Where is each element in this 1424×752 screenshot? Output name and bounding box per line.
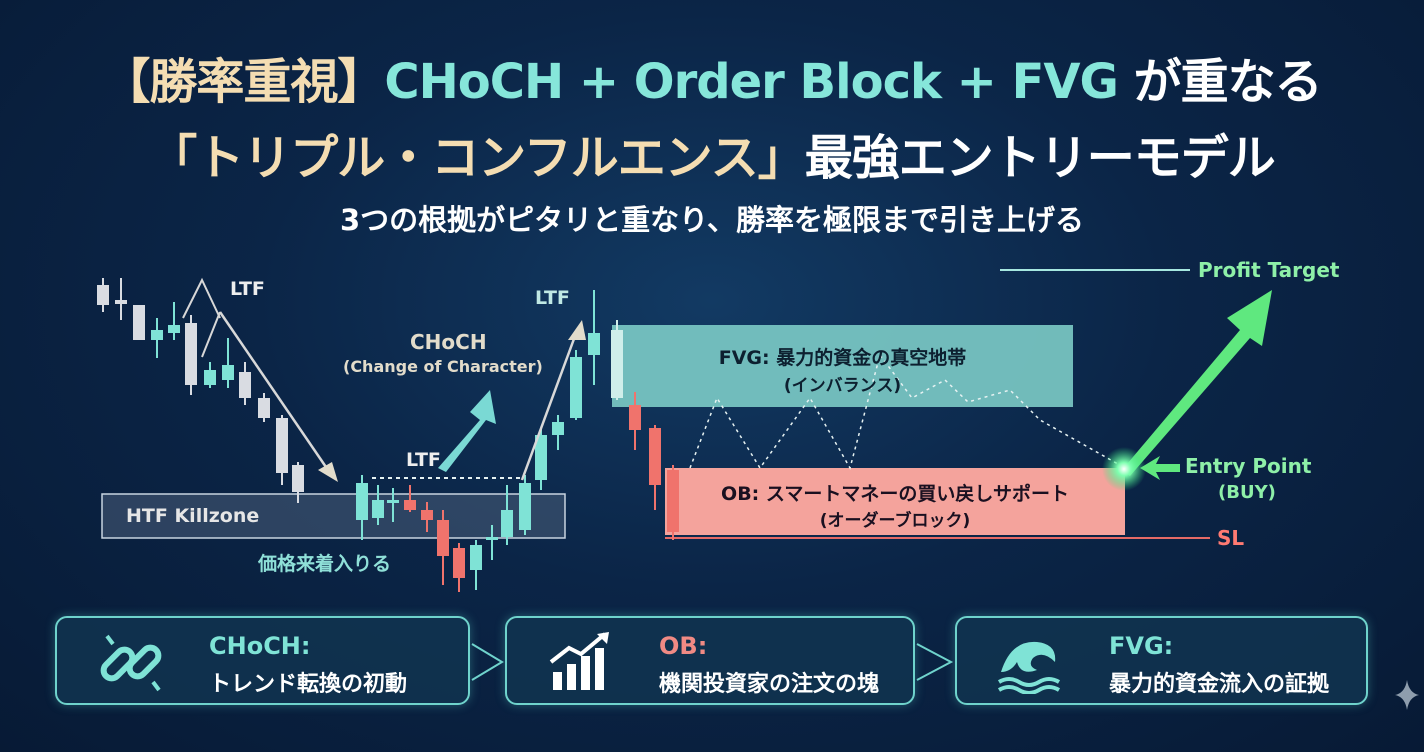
title-line-2: 「トリプル・コンフルエンス」最強エントリーモデル bbox=[0, 118, 1424, 188]
fvg-subtitle: (インバランス) bbox=[783, 376, 902, 396]
title-models: CHoCH + Order Block + FVG bbox=[384, 54, 1119, 110]
candlestick bbox=[519, 475, 531, 535]
candlestick bbox=[535, 428, 547, 490]
choch-arrow bbox=[438, 390, 496, 472]
candlestick bbox=[421, 502, 433, 532]
broken-link-icon bbox=[100, 634, 162, 692]
title-line-1: 【勝率重視】CHoCH + Order Block + FVG が重なる bbox=[0, 42, 1424, 112]
sparkle-icon bbox=[1395, 680, 1419, 710]
chevron-right-icon bbox=[471, 643, 504, 681]
candlestick bbox=[649, 425, 661, 510]
price-arrival-label: 価格来着入りる bbox=[258, 553, 392, 575]
candlestick bbox=[292, 462, 304, 503]
card-fvg: FVG: 暴力的資金流入の証拠 bbox=[955, 616, 1368, 705]
entry-side-label: (BUY) bbox=[1218, 482, 1276, 503]
candlestick bbox=[486, 525, 498, 560]
subtitle: 3つの根拠がピタリと重なり、勝率を極限まで引き上げる bbox=[339, 203, 1085, 237]
htf-killzone-band bbox=[101, 493, 566, 539]
down-arrowhead bbox=[318, 462, 338, 482]
entry-glow bbox=[1102, 447, 1146, 491]
card-title: FVG: bbox=[1109, 632, 1174, 660]
candlestick bbox=[570, 350, 582, 420]
up-arrowhead bbox=[568, 320, 586, 340]
candlestick bbox=[372, 485, 384, 525]
candlestick bbox=[276, 415, 288, 485]
candlestick bbox=[356, 475, 368, 540]
killzone-label: HTF Killzone bbox=[126, 505, 260, 527]
candlestick bbox=[501, 485, 513, 545]
card-ob: OB: 機関投資家の注文の塊 bbox=[505, 616, 915, 705]
down-arrow bbox=[218, 311, 330, 471]
card-choch: CHoCH: トレンド転換の初動 bbox=[55, 616, 470, 705]
candlesticks bbox=[97, 278, 679, 592]
ltf-line bbox=[201, 311, 221, 358]
ob-title: OB: スマートマネーの買い戻しサポート bbox=[721, 483, 1069, 505]
candlestick bbox=[151, 318, 163, 358]
candlestick bbox=[97, 278, 109, 312]
ob-zone bbox=[665, 468, 1125, 535]
card-desc: 機関投資家の注文の塊 bbox=[659, 672, 880, 697]
profit-target-label: Profit Target bbox=[1198, 258, 1340, 282]
title-quote: 「トリプル・コンフルエンス」 bbox=[149, 130, 806, 186]
candlestick bbox=[239, 362, 251, 405]
entry-arrow-icon bbox=[1140, 456, 1180, 480]
bar-chart-up-icon bbox=[549, 632, 609, 690]
sl-label: SL bbox=[1217, 526, 1245, 550]
candlestick bbox=[611, 320, 623, 400]
candlestick bbox=[168, 302, 180, 340]
chevron-right-icon bbox=[916, 643, 954, 681]
candlestick bbox=[204, 362, 216, 388]
candlestick bbox=[404, 485, 416, 512]
candlestick bbox=[552, 415, 564, 450]
candlestick bbox=[453, 543, 465, 592]
candlestick bbox=[185, 315, 197, 395]
candlestick bbox=[115, 278, 127, 320]
ob-subtitle: (オーダーブロック) bbox=[819, 511, 971, 531]
ltf-label-mid: LTF bbox=[406, 449, 441, 471]
title-tail: が重なる bbox=[1133, 54, 1323, 110]
choch-label: CHoCH bbox=[410, 330, 487, 354]
card-title: OB: bbox=[659, 632, 708, 660]
candlestick bbox=[437, 510, 449, 585]
candlestick bbox=[387, 488, 399, 522]
choch-sublabel: (Change of Character) bbox=[343, 357, 543, 376]
card-title: CHoCH: bbox=[209, 632, 311, 660]
ltf-label-right: LTF bbox=[535, 287, 570, 309]
ltf-label-top: LTF bbox=[230, 278, 265, 300]
candlestick bbox=[258, 393, 270, 422]
entry-point-label: Entry Point bbox=[1185, 454, 1312, 478]
candlestick bbox=[222, 338, 234, 388]
candlestick bbox=[629, 392, 641, 450]
candlestick bbox=[133, 305, 145, 340]
fvg-title: FVG: 暴力的資金の真空地帯 bbox=[718, 347, 967, 369]
wave-icon bbox=[997, 641, 1061, 694]
fvg-zone bbox=[612, 325, 1073, 407]
profit-arrow bbox=[1122, 290, 1272, 476]
title-bracket: 【勝率重視】 bbox=[102, 54, 385, 110]
candlestick bbox=[470, 540, 482, 590]
card-desc: トレンド転換の初動 bbox=[209, 672, 408, 697]
candlestick bbox=[588, 290, 600, 385]
candlestick bbox=[667, 465, 679, 540]
card-desc: 暴力的資金流入の証拠 bbox=[1109, 672, 1330, 697]
ltf-wedge-lines bbox=[182, 277, 221, 319]
title-tail-2: 最強エントリーモデル bbox=[804, 130, 1276, 186]
up-arrow-line bbox=[520, 327, 580, 481]
